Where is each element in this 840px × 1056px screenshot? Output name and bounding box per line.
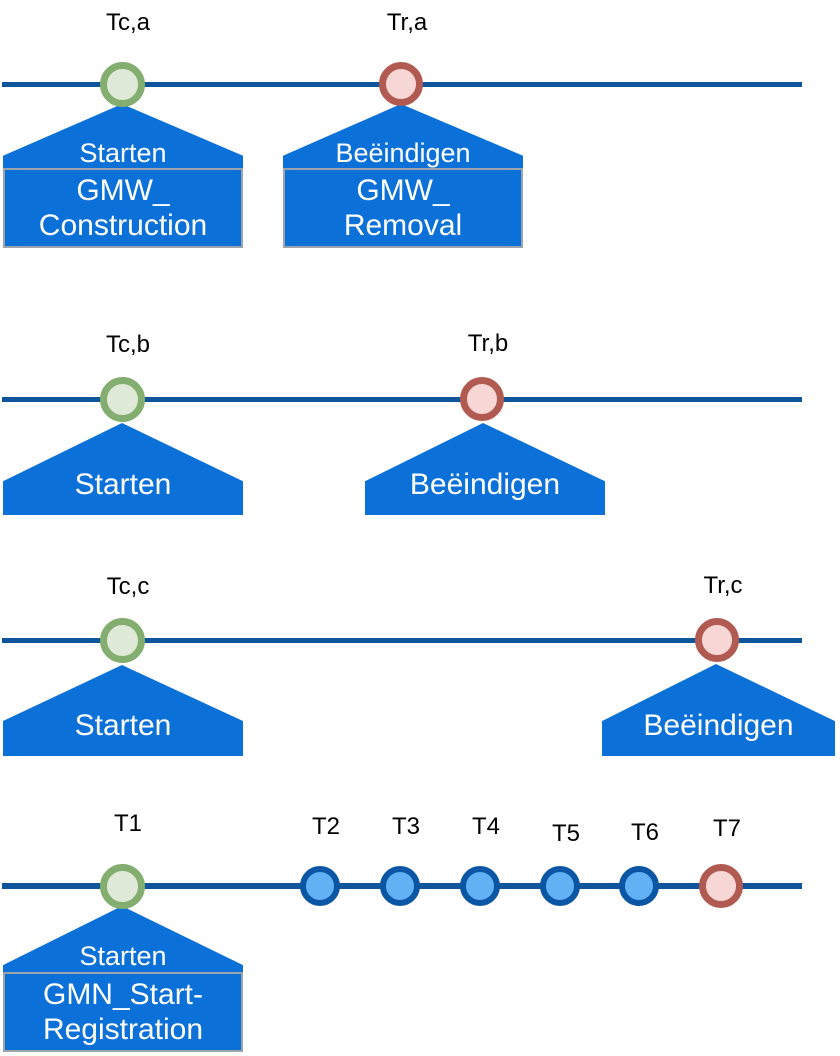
event-time-label: T4: [471, 813, 501, 840]
event-box: GMN_Start-Registration: [3, 972, 243, 1052]
event-marker-start: [99, 61, 145, 107]
event-box-line: GMN_Start-: [42, 978, 204, 1011]
event-marker-start: [99, 376, 145, 422]
event-time-label: T5: [551, 820, 581, 847]
event-marker-mid: [540, 866, 580, 906]
event-flag-label: Beëindigen: [335, 138, 471, 168]
event-time-label: Tc,a: [105, 9, 151, 36]
event-box-line: Construction: [38, 209, 208, 242]
event-flag-label: Starten: [74, 709, 172, 742]
event-marker-mid: [380, 866, 420, 906]
event-flag-label: Beëindigen: [409, 468, 561, 501]
event-time-label: T1: [113, 810, 143, 837]
event-flag: Starten: [3, 906, 243, 981]
event-time-label: T2: [311, 813, 341, 840]
event-time-label: T6: [630, 819, 660, 846]
event-box-line: Removal: [343, 209, 463, 242]
event-time-label: Tr,c: [703, 572, 743, 599]
event-marker-mid: [460, 866, 500, 906]
event-box-line: GMW_: [76, 174, 170, 207]
event-flag-label: Starten: [79, 941, 167, 971]
event-marker-start: [99, 617, 145, 663]
event-time-label: T7: [712, 815, 742, 842]
event-box: GMW_Removal: [283, 168, 523, 248]
event-marker-end: [460, 377, 504, 421]
event-marker-start: [99, 863, 145, 909]
event-time-label: Tr,a: [386, 9, 428, 36]
event-flag: Beëindigen: [365, 423, 605, 515]
event-box-line: GMW_: [356, 174, 450, 207]
event-flag: Starten: [3, 423, 243, 515]
event-flag: Starten: [3, 104, 243, 174]
event-time-label: Tc,c: [106, 573, 150, 600]
event-flag-label: Beëindigen: [643, 709, 794, 742]
event-box: GMW_Construction: [3, 168, 243, 248]
event-time-label: Tc,b: [105, 331, 151, 358]
event-flag: Starten: [3, 665, 243, 756]
event-flag: Beëindigen: [283, 104, 523, 174]
event-time-label: T3: [391, 813, 421, 840]
event-marker-mid: [619, 866, 659, 906]
event-marker-mid: [300, 866, 340, 906]
event-marker-end: [699, 864, 743, 908]
event-flag: Beëindigen: [602, 664, 835, 756]
event-flag-label: Starten: [79, 138, 167, 168]
event-flag-label: Starten: [74, 468, 172, 501]
event-marker-end: [695, 618, 739, 662]
event-box-line: Registration: [42, 1013, 204, 1046]
timeline-line: [2, 637, 802, 643]
timeline-line: [2, 396, 802, 402]
event-time-label: Tr,b: [467, 330, 509, 357]
event-marker-end: [379, 62, 423, 106]
